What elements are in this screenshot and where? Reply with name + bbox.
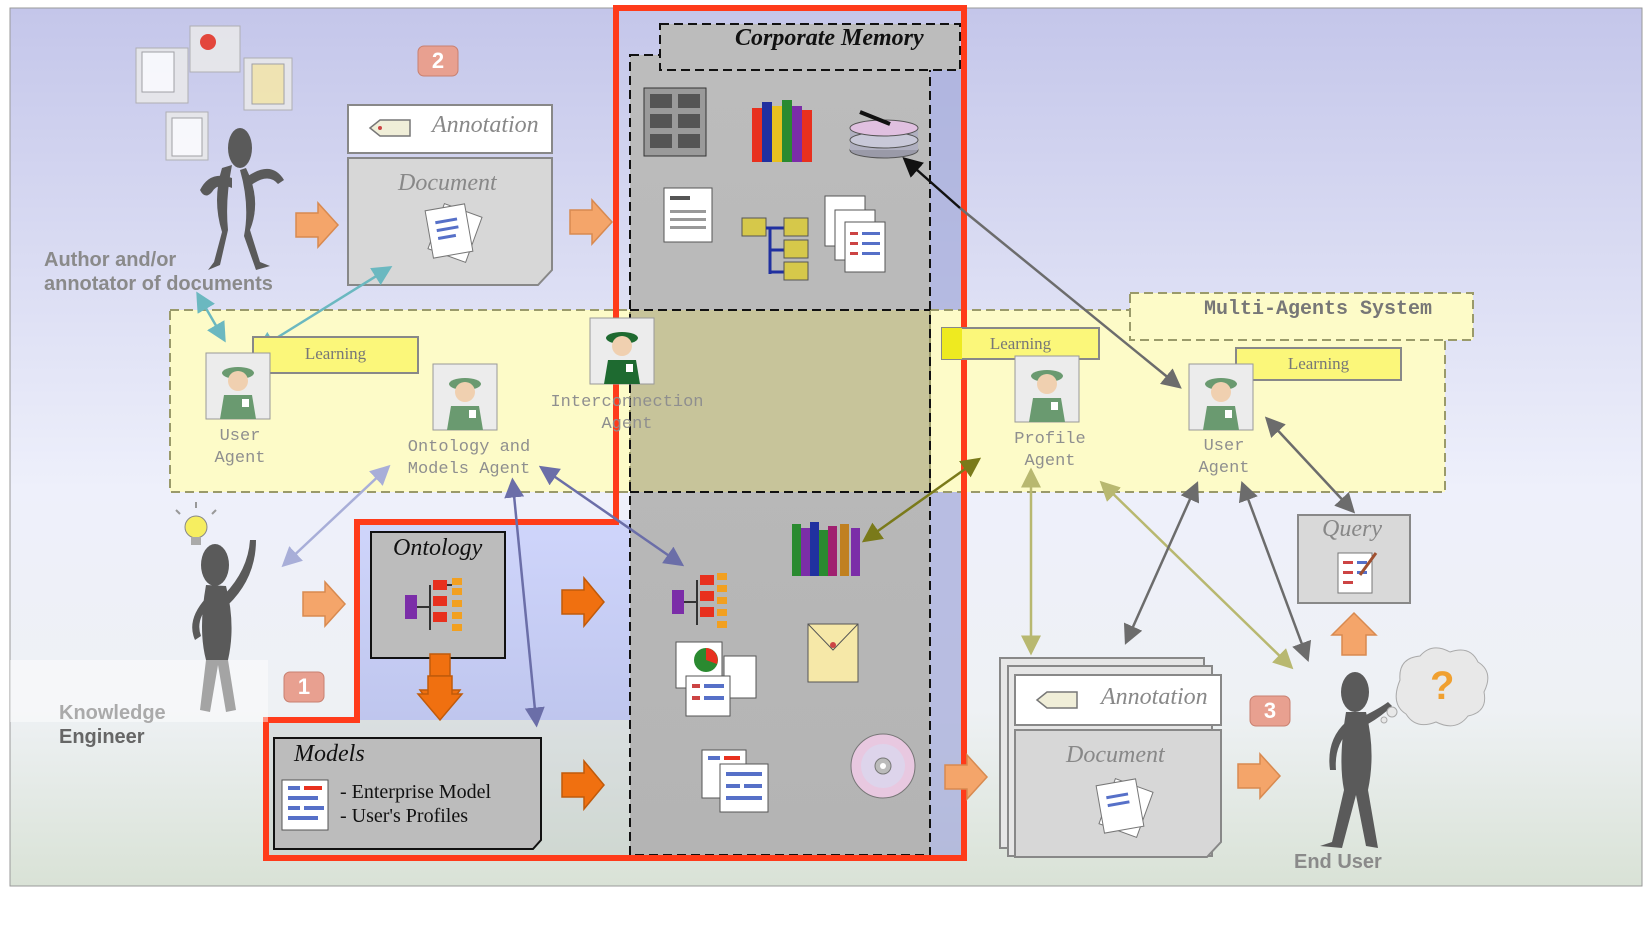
badge-2-icon	[417, 45, 459, 77]
learning-left-label: Learning	[304, 344, 367, 363]
user-agent-right-icon	[1188, 363, 1254, 431]
filing-cabinet-icon	[643, 87, 707, 157]
document-top-label: Document	[398, 170, 497, 196]
envelope-memory-icon	[807, 623, 859, 683]
ontology-tree-icon	[405, 578, 462, 631]
models-memory-icon	[701, 749, 769, 813]
badge-2: 2	[431, 48, 445, 73]
lightbulb-icon	[175, 502, 217, 545]
arrow-ontology-to-memory	[561, 575, 605, 629]
question-mark-icon: ?	[1430, 664, 1455, 708]
learning-profile-label: Learning	[989, 334, 1052, 353]
arrow-enduser-to-query	[1330, 611, 1378, 656]
query-label: Query	[1322, 516, 1382, 542]
models-item-profiles: - User's Profiles	[340, 805, 469, 827]
end-user-figure-icon	[1320, 672, 1392, 848]
badge-1-icon	[283, 671, 325, 703]
arrow-memory-to-doc	[944, 753, 989, 801]
books-icon	[752, 100, 812, 162]
author-documents-icon	[135, 25, 293, 161]
database-stack-icon	[849, 110, 919, 159]
badge-1: 1	[297, 674, 311, 699]
annotation-bottom-label: Annotation	[1101, 684, 1208, 710]
engineer-figure-icon	[192, 540, 256, 712]
corporate-memory-title: Corporate Memory	[735, 25, 924, 51]
interconnection-agent-icon	[589, 317, 655, 385]
models-label: Models	[294, 741, 365, 767]
multi-agents-title: Multi-Agents System	[1204, 298, 1433, 321]
arrow-author-to-doc	[295, 201, 340, 249]
arrow-doc-to-memory	[569, 198, 614, 246]
ontology-label: Ontology	[393, 535, 483, 561]
cd-disc-icon	[850, 733, 916, 799]
arrow-models-to-memory	[561, 758, 605, 812]
arrow-doc-to-enduser	[1237, 752, 1282, 800]
ontology-agent-icon	[432, 363, 498, 431]
user-agent-left-icon	[205, 352, 271, 420]
models-item-enterprise: - Enterprise Model	[340, 781, 492, 803]
profile-agent-icon	[1014, 355, 1080, 423]
end-user-label: End User	[1294, 851, 1382, 873]
query-form-icon	[1337, 552, 1378, 594]
mas-title-box	[1129, 292, 1474, 341]
thought-cloud-icon	[1380, 647, 1489, 727]
badge-3-icon	[1249, 695, 1291, 727]
annotation-top-label: Annotation	[432, 112, 539, 138]
badge-3: 3	[1263, 698, 1277, 723]
memo-doc-icon	[663, 187, 713, 243]
document-bottom-label: Document	[1066, 742, 1165, 768]
arrow-engineer-to-ontology	[302, 580, 347, 628]
papers-icon	[424, 202, 483, 264]
ontology-memory-icon	[672, 573, 727, 628]
models-doc-icon	[281, 779, 329, 831]
author-figure-icon	[200, 128, 284, 270]
arrow-ontology-to-models	[416, 675, 464, 722]
folder-tree-icon	[741, 217, 809, 281]
charts-docs-icon	[675, 641, 757, 717]
form-docs-icon	[824, 195, 886, 273]
tag-icon	[368, 119, 411, 137]
books-bottom-icon	[792, 522, 860, 576]
learning-right-label: Learning	[1287, 354, 1350, 373]
